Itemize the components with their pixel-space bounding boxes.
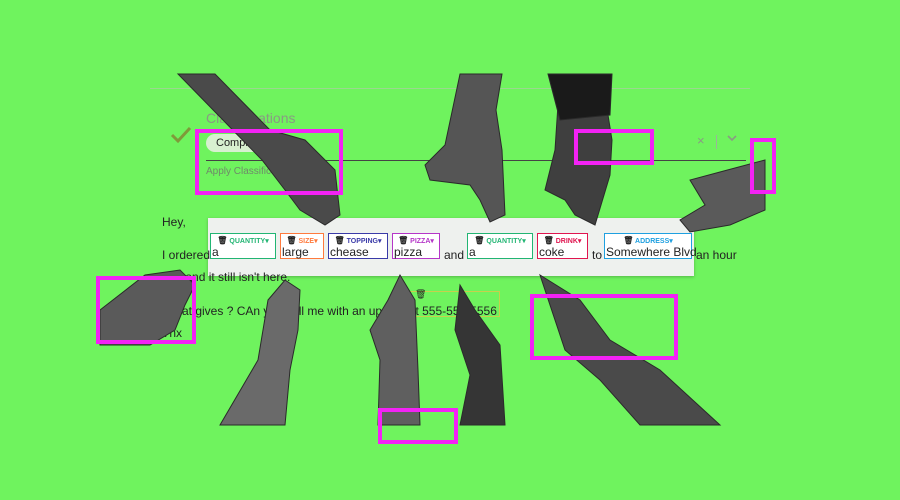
entity-topping[interactable]: 🗑 TOPPING▾ chease xyxy=(328,233,388,259)
chevron-down-icon[interactable] xyxy=(726,132,738,144)
entity-quantity-1[interactable]: 🗑 QUANTITY▾ a xyxy=(210,233,276,259)
entity-text: Somewhere Blvd xyxy=(606,245,697,259)
delete-bin-icon[interactable]: 🗑 xyxy=(398,236,409,245)
hand-bottom-left xyxy=(219,279,301,426)
entity-drink[interactable]: 🗑 DRINK▾ coke xyxy=(537,233,588,259)
panel-top-divider xyxy=(150,88,750,89)
classifications-title: Classifications xyxy=(206,110,296,126)
greeting-text: Hey, xyxy=(162,215,186,229)
highlight-box xyxy=(530,294,678,360)
delete-bin-icon[interactable]: 🗑 xyxy=(217,236,228,245)
entity-text: a xyxy=(469,245,476,259)
caret-down-icon[interactable]: ▾ xyxy=(377,238,382,245)
delete-bin-icon[interactable]: 🗑 xyxy=(543,236,554,245)
line1-prefix: I ordered xyxy=(162,248,211,262)
control-separator xyxy=(716,135,717,149)
entity-size[interactable]: 🗑 SIZE▾ large xyxy=(280,233,324,259)
entity-quantity-2[interactable]: 🗑 QUANTITY▾ a xyxy=(467,233,533,259)
clear-icon[interactable]: × xyxy=(697,133,705,148)
entity-text: a xyxy=(212,245,219,259)
caret-down-icon[interactable]: ▾ xyxy=(314,238,318,245)
entity-text: large xyxy=(282,245,309,259)
entity-text: chease xyxy=(330,245,369,259)
delete-bin-icon[interactable]: 🗑 xyxy=(415,289,427,299)
check-icon xyxy=(170,126,192,144)
entity-text: coke xyxy=(539,245,565,259)
entity-pizza[interactable]: 🗑 PIZZA▾ pizza xyxy=(392,233,440,259)
caret-down-icon[interactable]: ▾ xyxy=(669,238,673,245)
highlight-box xyxy=(96,276,196,344)
highlight-box xyxy=(750,138,776,194)
highlight-box xyxy=(574,129,654,165)
sleeve-floral xyxy=(547,73,613,121)
delete-bin-icon[interactable]: 🗑 xyxy=(623,236,634,245)
delete-bin-icon[interactable]: 🗑 xyxy=(334,236,345,245)
delete-bin-icon[interactable]: 🗑 xyxy=(474,236,485,245)
caret-down-icon[interactable]: ▾ xyxy=(430,238,434,245)
word-to: to xyxy=(592,248,603,262)
entity-address[interactable]: 🗑 ADDRESS▾ Somewhere Blvd xyxy=(604,233,697,259)
delete-bin-icon[interactable]: 🗑 xyxy=(286,236,297,245)
highlight-box xyxy=(378,408,458,444)
entity-text: pizza xyxy=(394,245,423,259)
caret-down-icon[interactable]: ▾ xyxy=(577,238,582,245)
hand-top-center xyxy=(424,73,506,223)
line1-suffix: an hour xyxy=(696,248,737,262)
caret-down-icon[interactable]: ▾ xyxy=(522,238,526,245)
caret-down-icon[interactable]: ▾ xyxy=(265,238,269,245)
word-and: and xyxy=(444,248,465,262)
highlight-box xyxy=(195,129,343,195)
line3-text: What gives ? CAn you call me with an upd… xyxy=(164,304,497,318)
